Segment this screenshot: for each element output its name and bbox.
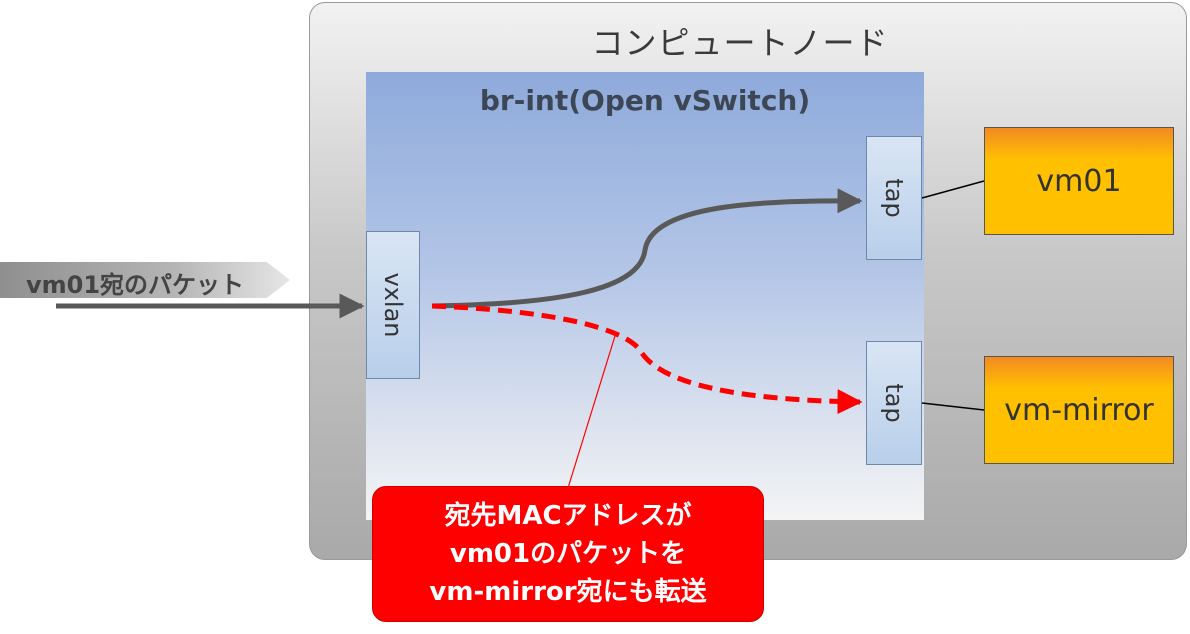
tap-port-vm01: tap bbox=[866, 136, 922, 260]
incoming-packet-banner: vm01宛のパケット bbox=[0, 262, 290, 298]
vm-mirror-box: vm-mirror bbox=[984, 356, 1174, 464]
compute-node-title: コンピュートノード bbox=[591, 24, 889, 62]
flow-to-vm01 bbox=[431, 188, 863, 309]
incoming-packet-label: vm01宛のパケット bbox=[26, 271, 245, 299]
vxlan-port: vxlan bbox=[366, 231, 420, 379]
callout-line-3: vm-mirror宛にも転送 bbox=[429, 577, 707, 607]
br-int-title: br-int(Open vSwitch) bbox=[479, 84, 811, 117]
tap-port-vm-mirror: tap bbox=[866, 341, 922, 465]
vm01-box: vm01 bbox=[984, 127, 1174, 235]
vm-mirror-label: vm-mirror bbox=[1004, 392, 1154, 428]
mirror-callout: 宛先MACアドレスが vm01のパケットを vm-mirror宛にも転送 bbox=[372, 486, 764, 622]
vm01-label: vm01 bbox=[1036, 163, 1122, 199]
callout-pointer bbox=[567, 335, 616, 489]
callout-line-2: vm01のパケットを bbox=[449, 539, 687, 569]
flow-to-vm-mirror bbox=[431, 303, 863, 415]
link-tap-vm01 bbox=[921, 180, 985, 199]
link-tap-vm-mirror bbox=[921, 402, 985, 411]
br-int-bridge-box bbox=[366, 72, 924, 520]
callout-line-1: 宛先MACアドレスが bbox=[444, 501, 692, 531]
